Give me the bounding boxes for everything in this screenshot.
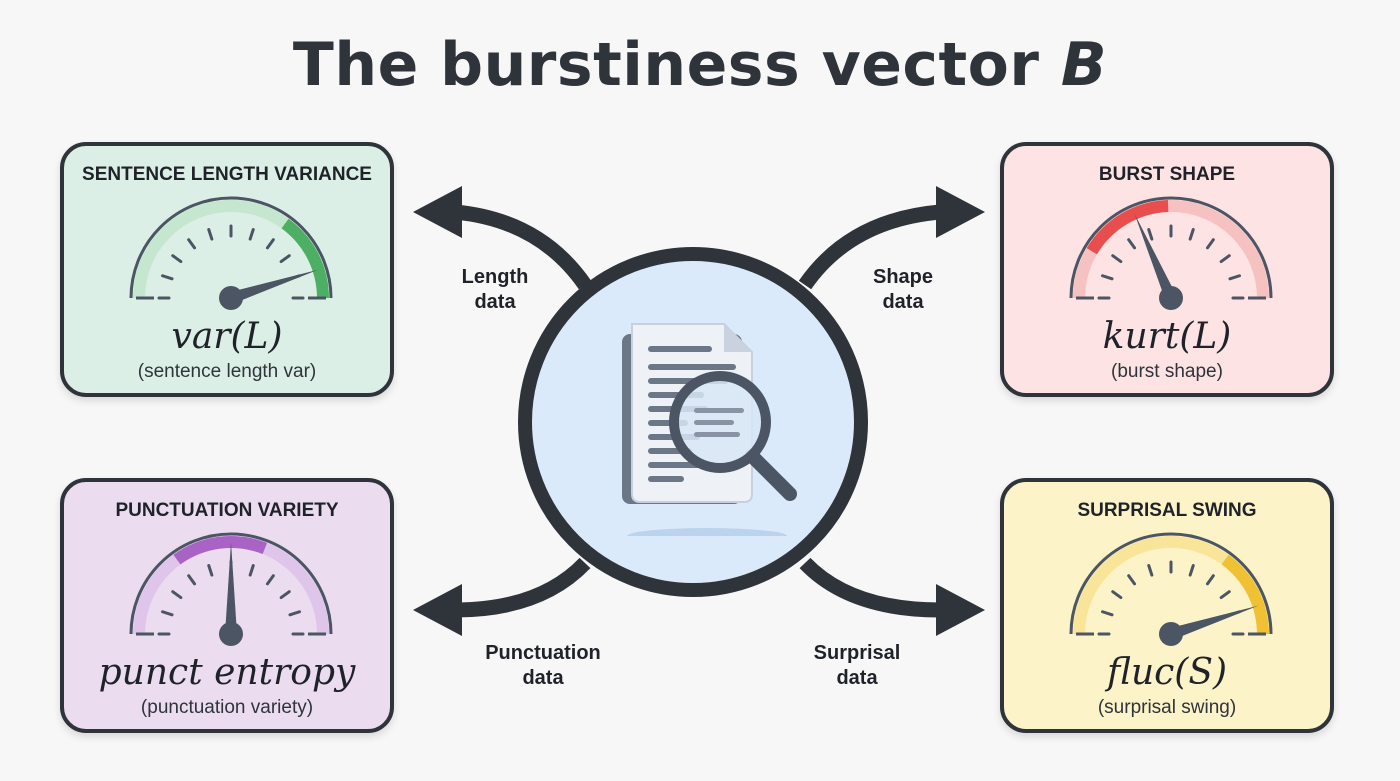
arrowhead-length bbox=[413, 186, 462, 238]
gauge-tick bbox=[1228, 274, 1241, 281]
card-title: SENTENCE LENGTH VARIANCE bbox=[82, 164, 372, 185]
title-text: The burstiness vector bbox=[292, 30, 1040, 100]
gauge-tick bbox=[265, 238, 275, 250]
gauge-tick bbox=[1101, 610, 1114, 617]
gauge-tick bbox=[187, 238, 197, 250]
card-title: SURPRISAL SWING bbox=[1077, 500, 1257, 521]
gauge-tick bbox=[171, 254, 183, 264]
gauge-icon bbox=[1069, 532, 1273, 646]
gauge-needle bbox=[1134, 213, 1177, 301]
gauge-tick bbox=[248, 228, 255, 241]
description: (sentence length var) bbox=[137, 361, 317, 382]
gauge-pivot bbox=[219, 622, 243, 646]
gauge-icon bbox=[129, 532, 333, 646]
card-surprisal-swing: SURPRISAL SWING fluc(S) (surprisal swing… bbox=[1000, 478, 1334, 733]
gauge-tick bbox=[279, 254, 291, 264]
document-magnifier-icon bbox=[622, 323, 797, 536]
arrow-to-length bbox=[454, 204, 592, 290]
title-symbol: B bbox=[1060, 30, 1108, 100]
gauge-tick bbox=[265, 574, 275, 586]
gauge-tick bbox=[207, 228, 214, 241]
flow-label-line1: Punctuation bbox=[485, 642, 601, 664]
gauge-tick bbox=[248, 564, 255, 577]
gauge-rim bbox=[129, 196, 333, 299]
gauge-tick bbox=[1147, 564, 1154, 577]
gauge-tick bbox=[1101, 274, 1114, 281]
card-title: PUNCTUATION VARIETY bbox=[115, 500, 339, 521]
flow-label-surprisal: Surprisal data bbox=[777, 641, 937, 691]
gauge-tick bbox=[207, 564, 214, 577]
flow-label-punctuation: Punctuation data bbox=[463, 641, 623, 691]
gauge-rim bbox=[1069, 196, 1273, 299]
flow-label-line1: Surprisal bbox=[813, 642, 901, 664]
flow-label-length: Length data bbox=[415, 265, 575, 315]
arrowhead-punct bbox=[413, 584, 462, 636]
card-sentence-length-variance: SENTENCE LENGTH VARIANCE var(L) (sentenc… bbox=[60, 142, 394, 397]
gauge-tick bbox=[187, 574, 197, 586]
formula: punct entropy bbox=[98, 652, 356, 693]
flow-label-line1: Length bbox=[461, 266, 529, 288]
gauge-track bbox=[133, 200, 329, 298]
gauge-rim bbox=[129, 532, 333, 635]
gauge-tick bbox=[161, 610, 174, 617]
card-burst-shape: BURST SHAPE kurt(L) (burst shape) bbox=[1000, 142, 1334, 397]
arrow-to-shape bbox=[798, 204, 941, 290]
gauge-pivot bbox=[1159, 286, 1183, 310]
gauge-tick bbox=[1188, 564, 1195, 577]
gauge-tick bbox=[1147, 228, 1154, 241]
gauge-tick bbox=[1127, 238, 1137, 250]
gauge-needle bbox=[1169, 605, 1259, 640]
card-punctuation-variety: PUNCTUATION VARIETY punct entropy (punct… bbox=[60, 478, 394, 733]
gauge-tick bbox=[1188, 228, 1195, 241]
gauge-tick bbox=[1219, 590, 1231, 600]
formula: kurt(L) bbox=[1102, 316, 1232, 357]
gauge-tick bbox=[1205, 574, 1215, 586]
description: (punctuation variety) bbox=[140, 697, 314, 718]
gauge-tick bbox=[1219, 254, 1231, 264]
formula: fluc(S) bbox=[1106, 652, 1228, 693]
arrow-to-surprisal bbox=[799, 557, 941, 618]
gauge-highlight bbox=[173, 536, 268, 565]
arrow-to-punct bbox=[454, 557, 591, 618]
gauge-needle bbox=[229, 269, 319, 304]
gauge-icon bbox=[1069, 196, 1273, 310]
gauge-icon bbox=[129, 196, 333, 310]
flow-label-line2: data bbox=[882, 291, 924, 313]
gauge-tick bbox=[1111, 590, 1123, 600]
flow-label-line2: data bbox=[474, 291, 516, 313]
gauge-tick bbox=[1205, 238, 1215, 250]
gauge-tick bbox=[288, 610, 301, 617]
gauge-tick bbox=[1111, 254, 1123, 264]
card-title: BURST SHAPE bbox=[1098, 164, 1236, 185]
description: (burst shape) bbox=[1111, 361, 1223, 382]
gauge-tick bbox=[1127, 574, 1137, 586]
gauge-needle bbox=[225, 542, 237, 634]
gauge-highlight bbox=[1221, 554, 1269, 634]
arrowhead-surprisal bbox=[936, 584, 985, 636]
gauge-track bbox=[1073, 200, 1269, 298]
arrowhead-shape bbox=[936, 186, 985, 238]
gauge-rim bbox=[1069, 532, 1273, 635]
gauge-pivot bbox=[219, 286, 243, 310]
description: (surprisal swing) bbox=[1097, 697, 1237, 718]
gauge-track bbox=[1073, 536, 1269, 634]
diagram-title: The burstiness vector B bbox=[0, 30, 1400, 100]
gauge-tick bbox=[171, 590, 183, 600]
formula: var(L) bbox=[171, 316, 283, 357]
gauge-tick bbox=[279, 590, 291, 600]
flow-label-line1: Shape bbox=[872, 266, 934, 288]
gauge-tick bbox=[161, 274, 174, 281]
gauge-highlight bbox=[281, 218, 329, 298]
gauge-pivot bbox=[1159, 622, 1183, 646]
flow-label-line2: data bbox=[522, 667, 564, 689]
gauge-highlight bbox=[1086, 200, 1169, 255]
flow-label-line2: data bbox=[836, 667, 878, 689]
flow-label-shape: Shape data bbox=[823, 265, 983, 315]
